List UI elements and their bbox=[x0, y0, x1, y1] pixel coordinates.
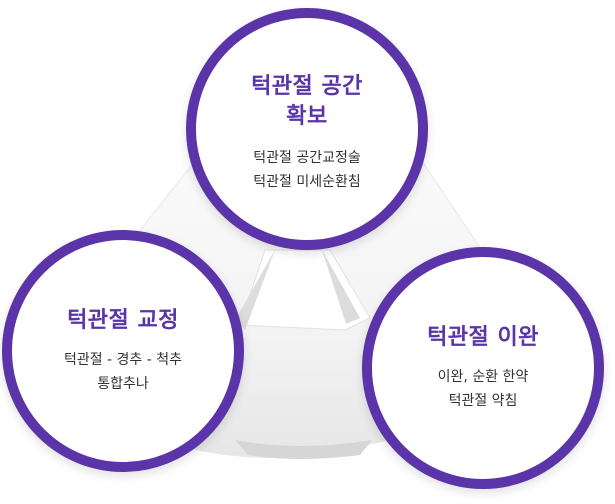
circle-title-line: 턱관절 공간 bbox=[251, 74, 363, 99]
circle-title-line: 턱관절 이완 bbox=[427, 325, 539, 350]
circle-title-line: 턱관절 교정 bbox=[67, 308, 179, 333]
circle-title-line: 확보 bbox=[286, 104, 328, 129]
circle-desc-line: 턱관절 - 경추 - 척추 bbox=[63, 352, 183, 368]
triangle-edge-left bbox=[235, 250, 275, 330]
circle-space-securing: 턱관절 공간 확보 턱관절 공간교정술 턱관절 미세순환침 bbox=[186, 8, 428, 250]
triangle-edge-right bbox=[322, 250, 360, 324]
circle-desc-line: 턱관절 약침 bbox=[448, 393, 518, 409]
circle-description: 턱관절 - 경추 - 척추 통합추나 bbox=[64, 348, 182, 396]
circle-title: 턱관절 이완 bbox=[427, 323, 539, 353]
circle-title: 턱관절 공간 확보 bbox=[251, 72, 363, 132]
circle-desc-line: 통합추나 bbox=[97, 376, 149, 392]
triangle-edge-bottom bbox=[235, 440, 372, 459]
circle-correction: 턱관절 교정 턱관절 - 경추 - 척추 통합추나 bbox=[2, 230, 244, 472]
circle-title: 턱관절 교정 bbox=[67, 306, 179, 336]
circle-desc-line: 턱관절 공간교정술 bbox=[253, 150, 361, 166]
circle-description: 턱관절 공간교정술 턱관절 미세순환침 bbox=[253, 146, 361, 194]
circle-desc-line: 턱관절 미세순환침 bbox=[253, 174, 361, 190]
circle-description: 이완, 순환 한약 턱관절 약침 bbox=[438, 365, 529, 413]
circle-desc-line: 이완, 순환 한약 bbox=[437, 369, 529, 385]
circle-relaxation: 턱관절 이완 이완, 순환 한약 턱관절 약침 bbox=[362, 247, 604, 489]
